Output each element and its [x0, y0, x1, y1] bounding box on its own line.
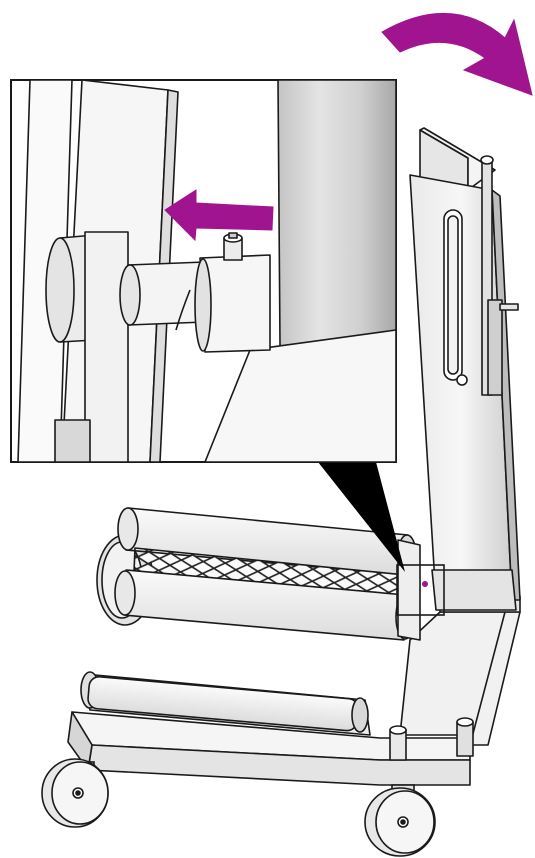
detail-highlight-box [396, 564, 445, 616]
detail-inset [10, 79, 397, 463]
pin-highlight [422, 581, 428, 587]
base-frame [67, 595, 521, 786]
caster-wheel-left [41, 758, 109, 828]
vertical-post [409, 127, 521, 611]
caster-wheel-right [364, 784, 436, 857]
rotate-arrow-icon [381, 13, 533, 96]
pull-arrow-icon [164, 189, 274, 242]
callout-pointer [318, 462, 405, 572]
